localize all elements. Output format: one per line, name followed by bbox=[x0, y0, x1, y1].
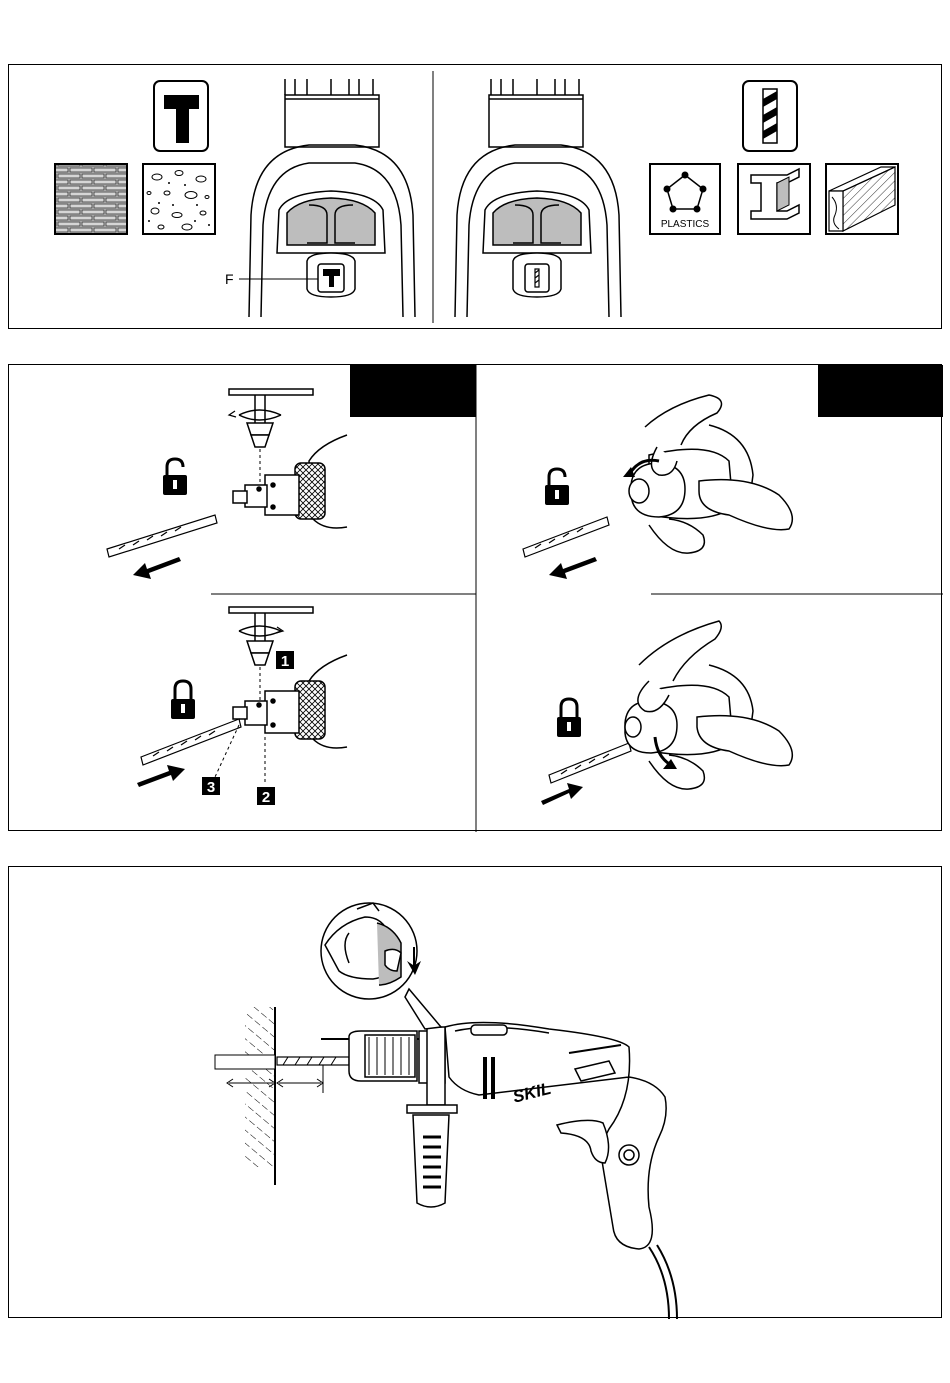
hammer-mode-icon bbox=[154, 81, 208, 151]
open-lock-icon-1 bbox=[163, 459, 187, 495]
arrow-insert-lower-right bbox=[541, 783, 583, 805]
open-lock-icon-2 bbox=[545, 469, 569, 505]
label-f: F bbox=[225, 271, 234, 287]
svg-text:2: 2 bbox=[262, 789, 270, 806]
svg-text:3: 3 bbox=[207, 779, 215, 796]
bit-insertion-illustration: 1 3 2 bbox=[9, 365, 943, 832]
stone-material-icon bbox=[143, 164, 215, 234]
step-2-badge: 2 bbox=[257, 787, 275, 806]
drill-bit-upper-right bbox=[523, 517, 609, 557]
step-3-badge: 3 bbox=[202, 777, 220, 796]
drill-bit-upper bbox=[107, 515, 217, 557]
chuck-upper bbox=[233, 435, 347, 528]
wood-material-icon bbox=[826, 164, 898, 234]
arrow-remove-upper bbox=[133, 557, 181, 579]
depth-gauge-panel: SKIL bbox=[8, 866, 942, 1318]
mode-selection-illustration: F PLASTICS bbox=[9, 65, 943, 330]
depth-stop-detail bbox=[321, 903, 441, 1029]
arrow-insert-lower bbox=[137, 765, 185, 787]
impact-drill bbox=[349, 1022, 677, 1319]
chuck-key-lower bbox=[229, 607, 313, 665]
hands-keyless-chuck-upper bbox=[629, 395, 792, 553]
depth-gauge-illustration: SKIL bbox=[9, 867, 943, 1319]
f-selector-drill-symbol bbox=[525, 264, 549, 292]
plastics-material-icon: PLASTICS bbox=[650, 164, 720, 234]
chuck-key-upper bbox=[229, 389, 313, 447]
wall bbox=[215, 1007, 275, 1185]
hands-keyless-chuck-lower bbox=[625, 621, 792, 789]
keyed-chuck-tab bbox=[350, 365, 476, 417]
f-selector-hammer-symbol bbox=[318, 264, 344, 292]
drill-bit-lower-right bbox=[549, 743, 631, 783]
drill-bit-bottom bbox=[277, 1057, 349, 1065]
step-1-badge: 1 bbox=[276, 651, 294, 670]
closed-lock-icon-1 bbox=[171, 681, 195, 719]
brick-material-icon bbox=[55, 164, 127, 234]
closed-lock-icon-2 bbox=[557, 699, 581, 737]
plastics-label: PLASTICS bbox=[661, 219, 710, 230]
drill-mode-icon bbox=[743, 81, 797, 151]
bit-insertion-panel: 1 3 2 bbox=[8, 364, 942, 831]
mode-selection-panel: F PLASTICS bbox=[8, 64, 942, 329]
drill-bit-lower bbox=[141, 719, 241, 765]
metal-material-icon bbox=[738, 164, 810, 234]
keyless-chuck-tab bbox=[818, 365, 943, 417]
svg-text:1: 1 bbox=[281, 653, 289, 670]
arrow-remove-upper-right bbox=[549, 557, 597, 579]
